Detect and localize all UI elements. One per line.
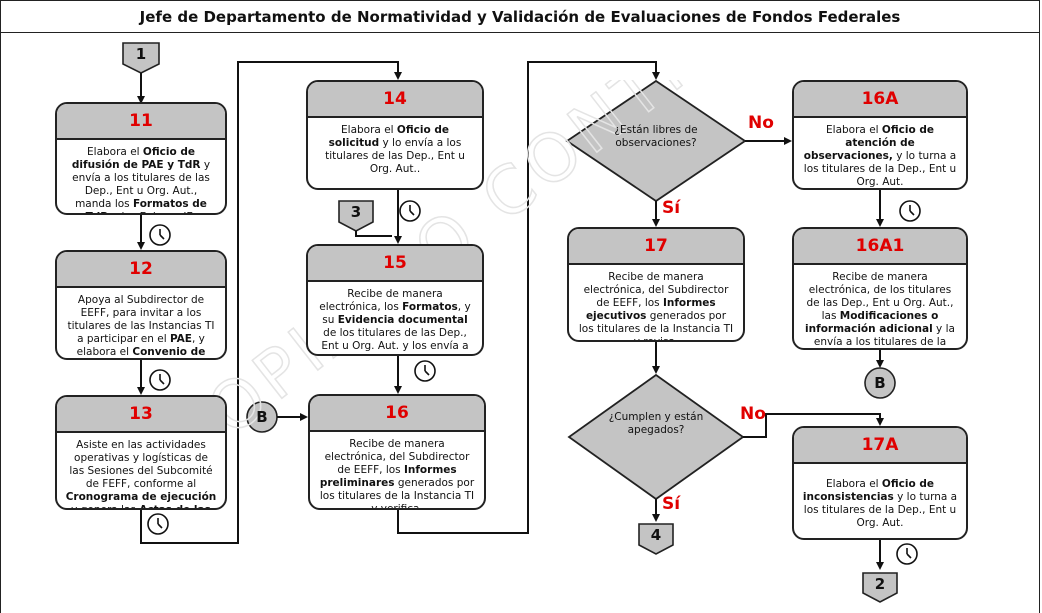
step-16a1-box: 16A1 Recibe de manera electrónica, de lo… <box>792 227 968 350</box>
connector-3-shape <box>338 200 374 232</box>
clock-icon <box>399 200 421 222</box>
decision-2-yes-label: Sí <box>662 494 681 514</box>
step-17a-box: 17A Elabora el Oficio de inconsistencias… <box>792 426 968 540</box>
decision-1-no-label: No <box>748 113 774 133</box>
clock-icon <box>899 200 921 222</box>
step-13-number: 13 <box>57 397 225 433</box>
decision-2-diamond <box>567 373 745 501</box>
connector-b-left-label: B <box>256 408 268 426</box>
step-16a-text: Elabora el Oficio de atención de observa… <box>803 124 957 188</box>
step-11-text: Elabora el Oficio de difusión de PAE y T… <box>71 146 211 213</box>
step-16a1-number: 16A1 <box>794 229 966 265</box>
diagram-frame <box>0 33 1040 613</box>
decision-2-no-label: No <box>740 404 766 424</box>
step-16a-box: 16A Elabora el Oficio de atención de obs… <box>792 80 968 190</box>
connector-2-label: 2 <box>874 575 886 593</box>
clock-icon <box>896 543 918 565</box>
clock-icon <box>147 513 169 535</box>
decision-2-text: ¿Cumplen y están apegados? <box>608 411 704 436</box>
connector-4-label: 4 <box>650 526 662 544</box>
step-16-text: Recibe de manera electrónica, del Subdir… <box>319 438 475 510</box>
connector-1-shape <box>122 42 160 74</box>
step-16a1-text: Recibe de manera electrónica, de los tit… <box>805 271 955 348</box>
connector-b-right-shape <box>864 367 896 399</box>
step-14-box: 14 Elabora el Oficio de solicitud y lo e… <box>306 80 484 190</box>
step-12-text: Apoya al Subdirector de EEFF, para invit… <box>67 294 215 358</box>
clock-icon <box>149 224 171 246</box>
step-11-number: 11 <box>57 104 225 140</box>
step-14-number: 14 <box>308 82 482 118</box>
step-15-box: 15 Recibe de manera electrónica, los For… <box>306 244 484 356</box>
connector-4-shape <box>638 523 674 555</box>
connector-2-shape <box>862 572 898 603</box>
step-11-box: 11 Elabora el Oficio de difusión de PAE … <box>55 102 227 215</box>
title-bar: Jefe de Departamento de Normatividad y V… <box>0 0 1040 33</box>
connector-1-label: 1 <box>135 45 147 63</box>
step-16a-number: 16A <box>794 82 966 118</box>
step-15-text: Recibe de manera electrónica, los Format… <box>316 288 474 354</box>
step-13-box: 13 Asiste en las actividades operativas … <box>55 395 227 510</box>
step-13-text: Asiste en las actividades operativas y l… <box>65 439 217 510</box>
step-17-box: 17 Recibe de manera electrónica, del Sub… <box>567 227 745 342</box>
step-17-number: 17 <box>569 229 743 265</box>
step-17a-number: 17A <box>794 428 966 464</box>
page-title: Jefe de Departamento de Normatividad y V… <box>139 7 901 26</box>
step-15-number: 15 <box>308 246 482 282</box>
connector-b-right-label: B <box>874 374 886 392</box>
step-17-text: Recibe de manera electrónica, del Subdir… <box>578 271 734 342</box>
step-12-number: 12 <box>57 252 225 288</box>
step-14-text: Elabora el Oficio de solicitud y lo enví… <box>325 124 465 175</box>
decision-1-yes-label: Sí <box>662 198 681 218</box>
clock-icon <box>414 360 436 382</box>
step-16-number: 16 <box>310 396 484 432</box>
step-16-box: 16 Recibe de manera electrónica, del Sub… <box>308 394 486 510</box>
decision-1-text: ¿Están libres de observaciones? <box>614 124 698 149</box>
clock-icon <box>149 369 171 391</box>
step-17a-text: Elabora el Oficio de inconsistencias y l… <box>802 478 958 529</box>
connector-3-label: 3 <box>350 203 362 221</box>
step-12-box: 12 Apoya al Subdirector de EEFF, para in… <box>55 250 227 360</box>
